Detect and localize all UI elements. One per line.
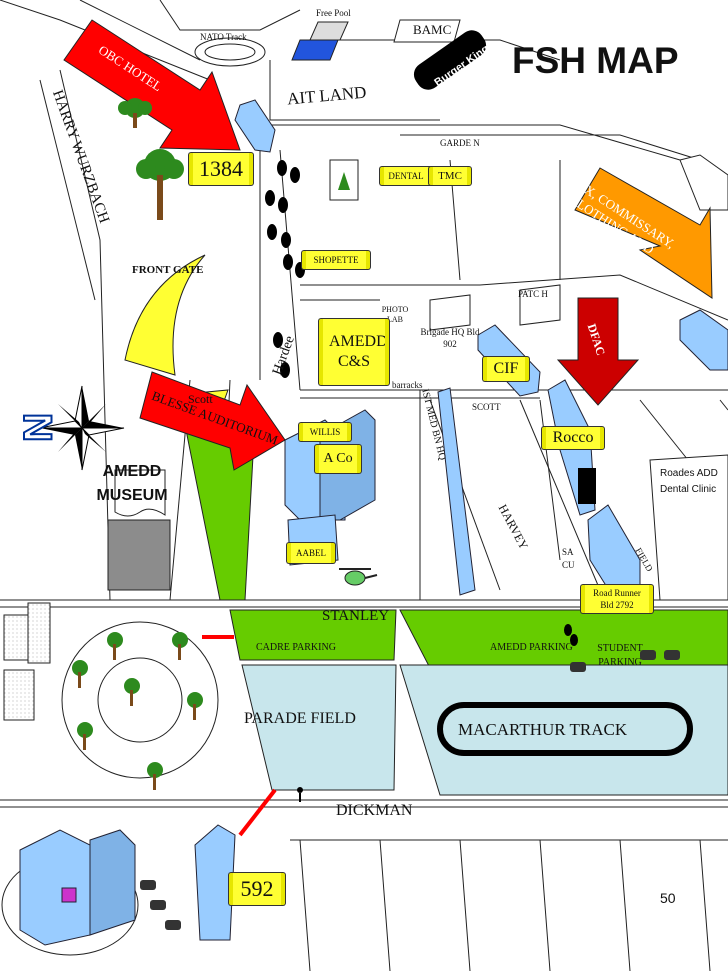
patch-label: PATC H xyxy=(518,289,548,299)
dental-label: DENTAL xyxy=(379,166,433,186)
parade-field-label: PARADE FIELD xyxy=(244,710,356,727)
free-pool-building xyxy=(309,21,349,41)
left-buildings xyxy=(3,602,51,721)
macarthur-field-area xyxy=(399,664,728,796)
barracks-label: barracks xyxy=(392,380,423,390)
free-pool-label: Free Pool xyxy=(316,8,351,18)
red-connector-bottom xyxy=(238,788,277,837)
map-title: FSH MAP xyxy=(512,40,679,81)
museum-flag xyxy=(114,469,166,517)
compass-rose xyxy=(39,385,125,471)
road-runner-label: Road Runner Bld 2792 xyxy=(580,584,654,614)
helicopter-icon xyxy=(339,568,378,586)
palm-trees xyxy=(72,98,203,790)
tmc-label: TMC xyxy=(428,166,472,186)
burger-king-logo xyxy=(413,30,487,90)
right-buildings xyxy=(429,154,728,601)
page-number: 50 xyxy=(660,890,676,906)
macarthur-track-label: MACARTHUR TRACK xyxy=(458,720,628,739)
cadre-parking-area xyxy=(229,609,397,661)
willis-label: WILLIS xyxy=(298,422,352,442)
roades-dental-label: Roades ADD Dental Clinic xyxy=(660,468,718,495)
front-gate-crescent xyxy=(124,254,206,376)
stanley-street-label: STANLEY xyxy=(322,608,390,624)
parade-field-area xyxy=(241,664,397,791)
hospital-building xyxy=(19,829,136,946)
macarthur-track-outline xyxy=(437,702,693,756)
museum-base xyxy=(107,519,171,591)
student-parking-label: STUDENT PARKING xyxy=(597,643,643,668)
scott-street-label: SCOTT xyxy=(472,402,501,412)
shopette-label: SHOPETTE xyxy=(301,250,371,270)
garden-label: GARDE N xyxy=(440,138,480,148)
road-runner-text: Road Runner Bld 2792 xyxy=(593,588,641,610)
free-pool-water xyxy=(291,39,339,61)
willis-text: WILLIS xyxy=(309,427,341,437)
footprints-trail xyxy=(265,160,578,646)
cadre-parking-label: CADRE PARKING xyxy=(256,642,336,653)
photo-lab-label: PHOTO LAB xyxy=(381,305,409,324)
brigade-hq-label: Brigade HQ Bld 902 xyxy=(420,327,480,349)
north-indicator: N xyxy=(14,412,60,443)
parked-cars xyxy=(140,650,680,930)
nato-track-shape xyxy=(194,37,266,67)
amedd-museum-label: AMEDD MUSEUM xyxy=(96,463,168,504)
roundabout-inner xyxy=(97,657,183,743)
aabel-label: AABEL xyxy=(286,542,336,564)
amedd-parking-label: AMEDD PARKING xyxy=(490,642,573,653)
bld-592-text: 592 xyxy=(240,876,274,901)
bld-1384-label: 1384 xyxy=(188,152,254,186)
nato-track-label: NATO Track xyxy=(200,32,247,42)
bld-1384-text: 1384 xyxy=(199,156,243,181)
dfac-arrow xyxy=(556,297,640,406)
bld-592-label: 592 xyxy=(228,872,286,906)
scott-street-left-label: Scott xyxy=(188,392,213,406)
obc-hotel-arrow xyxy=(63,19,241,151)
tmc-text: TMC xyxy=(438,170,462,182)
dickman-street-label: DICKMAN xyxy=(336,802,413,819)
ist-med-bn-hq-building xyxy=(437,387,476,596)
amedd-cs-text: AMEDD C&S xyxy=(329,333,388,370)
dental-text: DENTAL xyxy=(388,171,424,181)
cif-text: CIF xyxy=(493,360,519,377)
sa-cu-label: SA CU xyxy=(562,547,575,570)
chapel-tree xyxy=(338,172,350,190)
a-co-text: A Co xyxy=(323,451,353,466)
a-co-label: A Co xyxy=(314,444,362,474)
rocco-dark-annex xyxy=(578,468,596,504)
shopette-text: SHOPETTE xyxy=(313,255,359,265)
front-gate-label: FRONT GATE xyxy=(132,264,204,276)
blesse-auditorium-arrow xyxy=(139,371,286,471)
bamc-label: BAMC xyxy=(413,22,452,37)
rocco-label: Rocco xyxy=(541,426,605,450)
amedd-cs-label: AMEDD C&S xyxy=(318,318,390,386)
aabel-text: AABEL xyxy=(296,548,326,558)
bld-1384-building xyxy=(234,99,276,153)
px-commissary-arrow xyxy=(574,167,713,299)
runner-icon xyxy=(297,787,303,802)
cif-label: CIF xyxy=(482,356,530,382)
rocco-text: Rocco xyxy=(552,429,594,446)
